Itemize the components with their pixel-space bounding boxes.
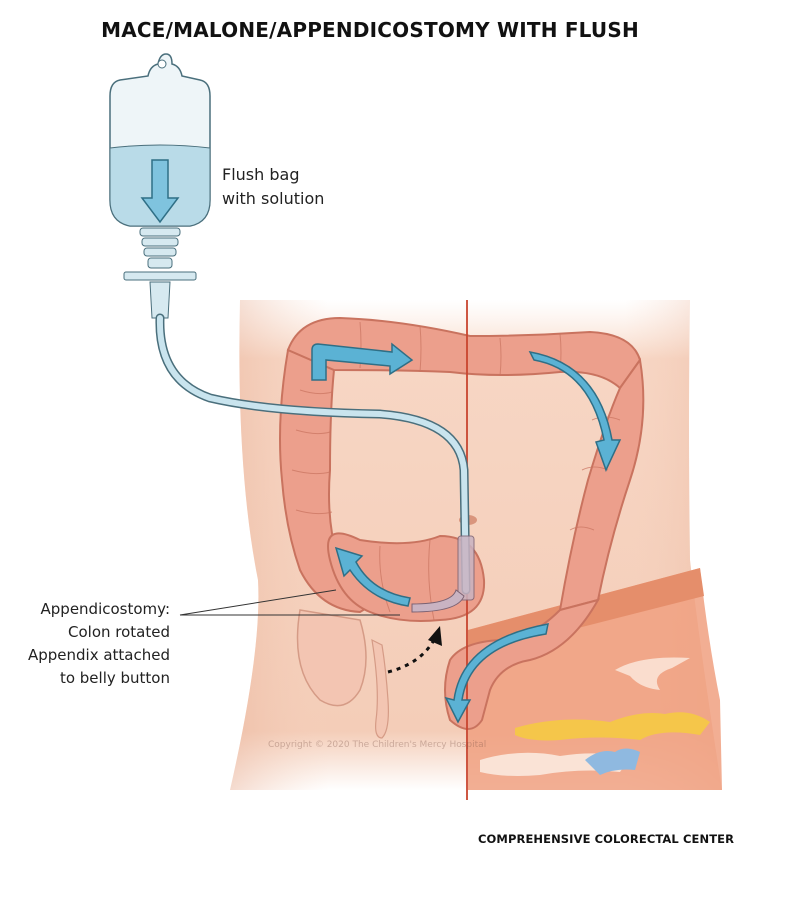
- diagram-title: MACE/MALONE/APPENDICOSTOMY WITH FLUSH: [101, 18, 639, 42]
- appendicostomy-label-line-3: Appendix attached: [27, 646, 170, 664]
- footer-label: COMPREHENSIVE COLORECTAL CENTER: [478, 832, 735, 846]
- flush-bag-label: Flush bag with solution: [222, 163, 324, 211]
- flush-bag-label-line-1: Flush bag: [222, 165, 300, 184]
- flow-arrows: [311, 342, 622, 724]
- copyright-watermark: Copyright © 2020 The Children's Mercy Ho…: [268, 740, 487, 750]
- flush-bag-label-line-2: with solution: [222, 189, 325, 208]
- appendicostomy-label: Appendicostomy: Colon rotated Appendix a…: [10, 598, 170, 690]
- appendicostomy-label-line-1: Appendicostomy:: [40, 600, 170, 618]
- flush-tube-inner: [156, 315, 469, 593]
- appendicostomy-label-line-2: Colon rotated: [68, 623, 170, 641]
- appendicostomy-label-line-4: to belly button: [59, 669, 170, 687]
- rectum-pouch: [296, 609, 367, 707]
- leader-lines: [179, 589, 400, 616]
- catheter: [411, 535, 475, 613]
- rotation-arrow: [387, 639, 436, 674]
- colon: [279, 316, 645, 730]
- rotation-arrowhead: [428, 626, 442, 646]
- appendix-tail: [371, 638, 389, 739]
- flush-bag: [109, 53, 211, 319]
